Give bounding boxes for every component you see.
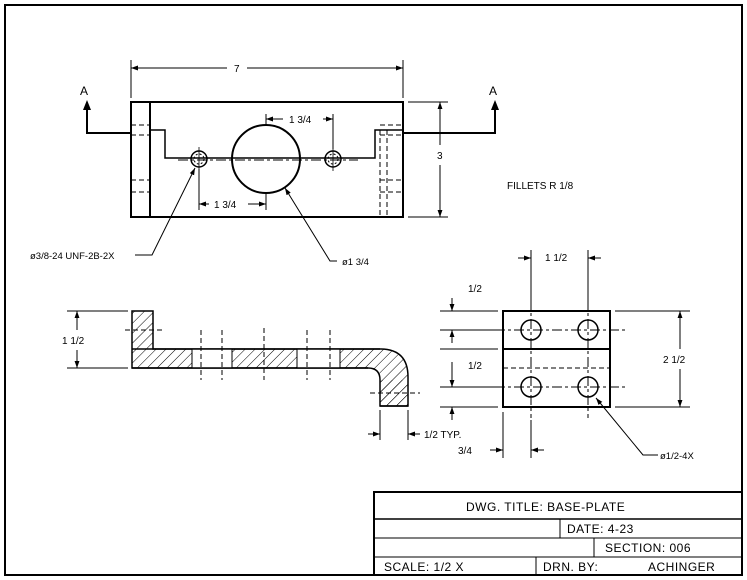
drawn-by-label: DRN. BY: xyxy=(543,560,598,574)
section-label-left: A xyxy=(80,84,88,98)
dim-height: 3 xyxy=(437,151,443,162)
section-field: SECTION: 006 xyxy=(605,541,691,555)
scale-field: SCALE: 1/2 X xyxy=(384,560,464,574)
title-block xyxy=(373,491,743,576)
dwg-title: DWG. TITLE: BASE-PLATE xyxy=(466,500,625,514)
section-dim-height: 1 1/2 xyxy=(62,336,85,347)
dim-width: 7 xyxy=(234,64,240,75)
bore-callout: ø1 3/4 xyxy=(342,257,369,268)
drawn-by-name: ACHINGER xyxy=(648,560,715,574)
section-arrow-left-icon xyxy=(83,100,91,110)
top-view-outline xyxy=(130,101,404,218)
end-dim-left-offset: 3/4 xyxy=(458,446,472,457)
top-dimensions xyxy=(130,60,448,262)
section-dimensions xyxy=(67,310,420,440)
bore-circle xyxy=(231,124,301,194)
section-dim-thickness: 1/2 TYP. xyxy=(424,430,461,441)
end-view xyxy=(495,300,625,418)
end-dimensions xyxy=(440,250,690,458)
dim-hole-top: 1 3/4 xyxy=(289,115,312,126)
fillets-note: FILLETS R 1/8 xyxy=(507,181,574,192)
end-dim-upper-half: 1/2 xyxy=(468,284,482,295)
section-label-right: A xyxy=(489,84,497,98)
thread-callout: ø3/8-24 UNF-2B-2X xyxy=(30,251,115,262)
hole-callout: ø1/2-4X xyxy=(660,451,694,462)
date-field: DATE: 4-23 xyxy=(567,522,634,536)
section-profile xyxy=(131,310,409,407)
end-dim-height: 2 1/2 xyxy=(663,355,686,366)
end-dim-top-spacing: 1 1/2 xyxy=(545,253,568,264)
sheet-border xyxy=(4,4,743,576)
section-arrow-right-icon xyxy=(491,100,499,110)
end-dim-lower-half: 1/2 xyxy=(468,361,482,372)
dim-hole-bottom: 1 3/4 xyxy=(214,200,237,211)
end-view-outline xyxy=(502,310,611,408)
section-view xyxy=(125,310,420,407)
